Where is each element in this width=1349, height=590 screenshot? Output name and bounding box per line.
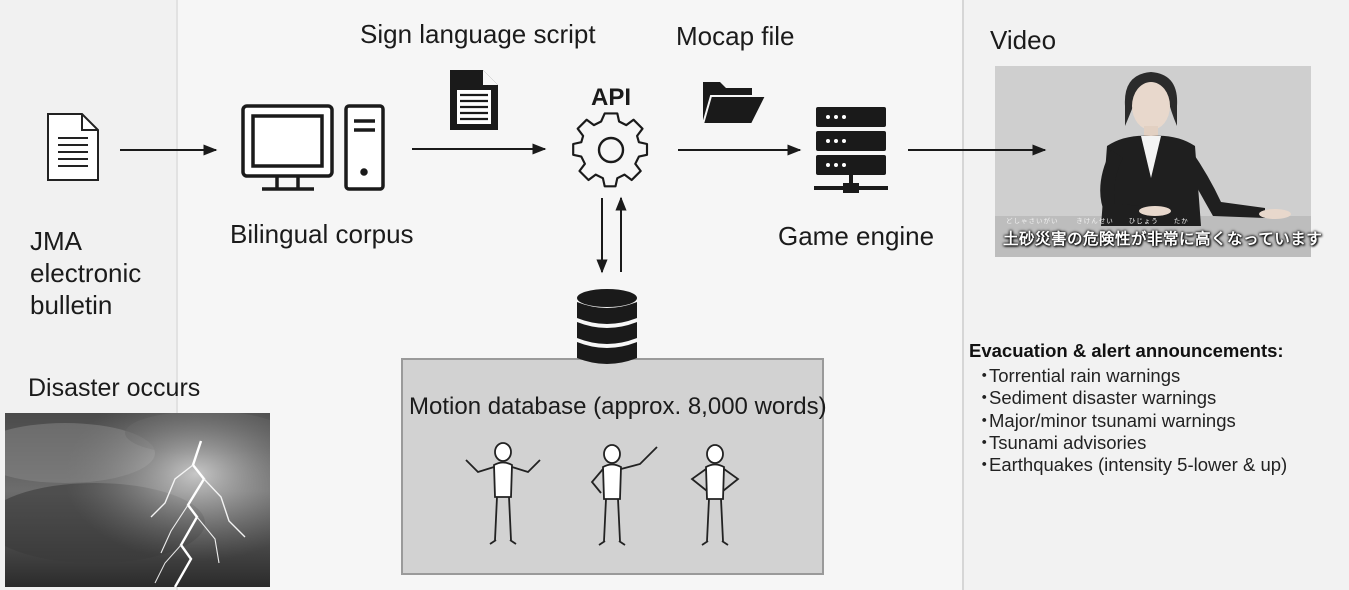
list-item: ・Earthquakes (intensity 5-lower & up) [975,454,1288,476]
list-item: ・Tsunami advisories [975,431,1147,453]
lightning-photo [5,413,270,587]
sign-avatar-video [995,66,1311,257]
video-subtitle: 土砂災害の危険性が非常に高くなっています [1003,231,1323,248]
server-icon [814,107,888,193]
bilingual-corpus-label: Bilingual corpus [230,219,414,249]
list-item: ・Sediment disaster warnings [975,387,1217,409]
list-item: ・Torrential rain warnings [975,365,1181,386]
announcement-title: Evacuation & alert announcements: [969,340,1284,361]
sign-language-script-label: Sign language script [360,19,596,49]
folder-icon [701,82,768,125]
database-icon [577,289,637,364]
api-label: API [591,84,632,111]
disaster-occurs-label: Disaster occurs [28,374,201,402]
mocap-file-label: Mocap file [676,21,795,51]
jma-bulletin-label: JMA electronic bulletin [30,226,142,320]
list-item: ・Major/minor tsunami warnings [975,409,1236,431]
announcement-list: Evacuation & alert announcements: ・Torre… [969,340,1344,476]
game-engine-label: Game engine [778,221,935,251]
gear-icon [572,112,649,188]
subtitle-ruby: どしゃさいがい きけんせい ひじょう たか [1006,218,1189,225]
video-label: Video [990,25,1057,55]
computer-icon [241,104,385,191]
script-document-icon [450,70,498,130]
mannequin-icon [465,442,740,546]
motion-database-label: Motion database (approx. 8,000 words) [409,393,827,420]
document-icon [47,113,99,181]
